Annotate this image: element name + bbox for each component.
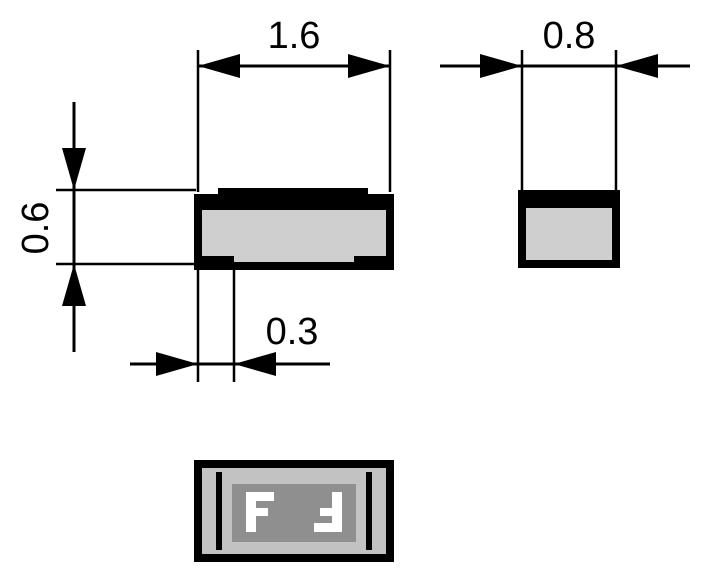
height-arrow-top: [62, 148, 86, 190]
end-view: [518, 190, 620, 268]
terminal-label: 0.3: [266, 311, 319, 353]
height-arrow-bottom: [62, 264, 86, 306]
end-view-top-stripe: [522, 194, 616, 208]
top-view-right-terminal-bar: [366, 472, 372, 550]
side-view-cap: [218, 188, 368, 196]
top-view-left-terminal-bar: [216, 472, 222, 550]
side-view-top-stripe: [198, 198, 390, 210]
side-view: [194, 188, 394, 270]
length-arrow-right: [348, 54, 390, 78]
length-label: 1.6: [268, 15, 321, 57]
marking-letter-right: [314, 492, 342, 532]
side-view-right-terminal: [354, 256, 390, 268]
width-arrow-left: [480, 54, 522, 78]
terminal-arrow-right: [234, 352, 276, 376]
side-view-left-terminal: [198, 256, 234, 268]
height-label: 0.6: [15, 202, 57, 255]
width-label: 0.8: [543, 15, 596, 57]
length-arrow-left: [198, 54, 240, 78]
top-view: F F: [194, 460, 394, 562]
width-arrow-right: [616, 54, 658, 78]
terminal-arrow-left: [156, 352, 198, 376]
marking-letter-left: [246, 492, 274, 532]
top-view-body: [194, 460, 394, 562]
